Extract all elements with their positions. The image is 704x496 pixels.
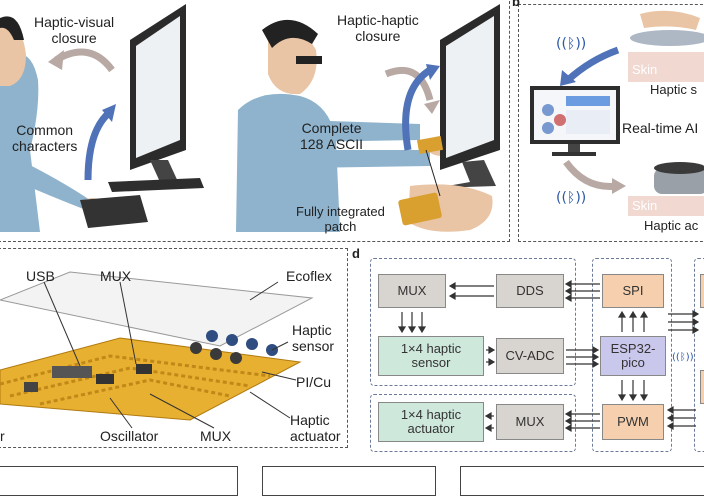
spi-block: SPI — [602, 274, 664, 308]
haptic-sensor-label-b: Haptic s — [650, 82, 697, 97]
oscillator-label: Oscillator — [100, 428, 159, 444]
right-block-bottom — [700, 370, 704, 404]
svg-text:((ᛒ)): ((ᛒ)) — [556, 190, 586, 206]
complete-ascii-label: Complete 128 ASCII — [300, 120, 364, 152]
dds-block: DDS — [496, 274, 564, 308]
panel-b-letter: b — [512, 0, 520, 9]
panel-e-edge — [0, 466, 238, 496]
cv-adc-block: CV-ADC — [496, 338, 564, 374]
pwm-block: PWM — [602, 404, 664, 440]
svg-text:((ᛒ)): ((ᛒ)) — [672, 352, 694, 363]
actuator-group — [370, 394, 576, 452]
usb-label: USB — [26, 268, 55, 284]
realtime-ai-label: Real-time AI — [622, 120, 699, 136]
panel-f-edge — [262, 466, 436, 496]
svg-text:((ᛒ)): ((ᛒ)) — [556, 36, 586, 52]
panel-c-illustration — [0, 271, 314, 429]
mux-top-label: MUX — [100, 268, 132, 284]
haptic-sensor-label-c: Haptic sensor — [292, 322, 335, 354]
mux-block-1: MUX — [378, 274, 446, 308]
ecoflex-label: Ecoflex — [286, 268, 332, 284]
haptic-actuator-label-b: Haptic ac — [644, 218, 699, 233]
haptic-haptic-caption: Haptic-haptic closure — [337, 12, 419, 44]
panel-g-edge — [460, 466, 704, 496]
mux-bottom-label: MUX — [200, 428, 232, 444]
panel-c — [0, 248, 348, 448]
right-block-top — [700, 274, 704, 308]
common-characters-label: Common characters — [12, 122, 78, 154]
sensor-group — [370, 258, 576, 386]
panel-a-illustration — [0, 4, 500, 233]
skin-bottom-label: Skin — [632, 198, 658, 213]
haptic-visual-caption: Haptic-visual closure — [34, 14, 115, 46]
panel-d-arrows: ((ᛒ)) — [397, 279, 700, 433]
panel-a — [0, 0, 510, 242]
right-group — [694, 258, 704, 452]
haptic-sensor-block: 1×4 haptic sensor — [378, 336, 484, 376]
cut-r-label: r — [0, 428, 5, 444]
panel-d-letter: d — [352, 246, 360, 261]
haptic-actuator-label-c: Haptic actuator — [290, 412, 341, 444]
integrated-patch-label: Fully integrated patch — [296, 204, 385, 234]
skin-top-label: Skin — [632, 62, 658, 77]
mux-block-2: MUX — [496, 404, 564, 440]
panel-b — [518, 4, 704, 242]
esp32-block: ESP32- pico — [600, 336, 666, 376]
haptic-actuator-block: 1×4 haptic actuator — [378, 402, 484, 442]
picu-label: PI/Cu — [296, 374, 332, 390]
panel-b-illustration: ((ᛒ)) ((ᛒ)) — [530, 10, 704, 216]
